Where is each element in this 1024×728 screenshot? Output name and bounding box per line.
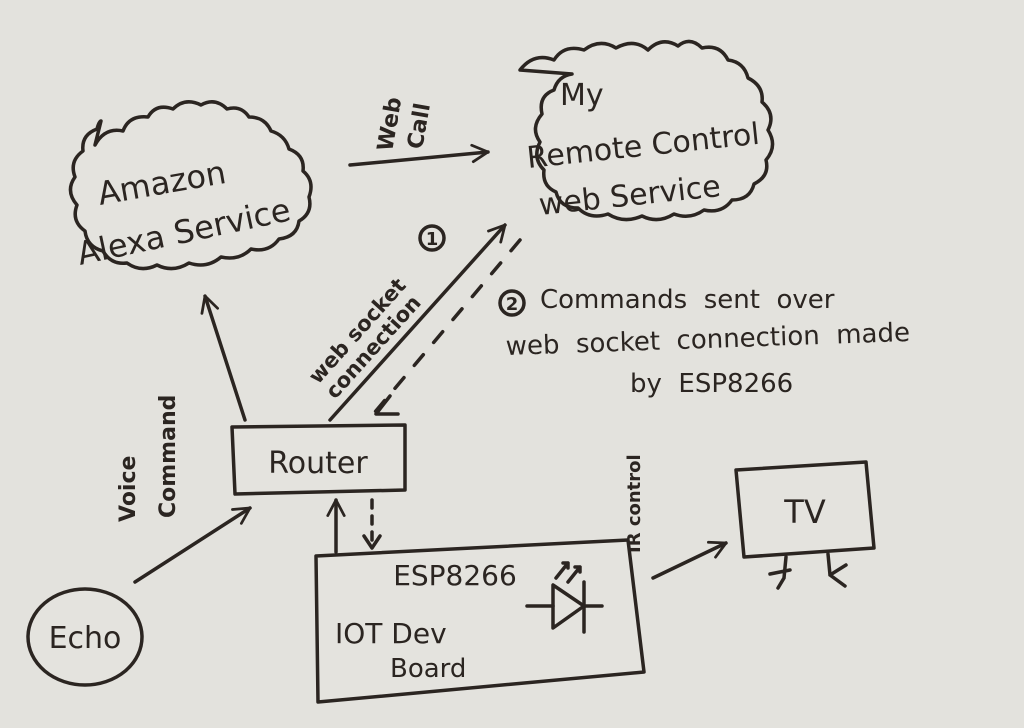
- cloud-shape: [518, 39, 775, 222]
- web-call-label-line1: Web: [373, 95, 407, 153]
- esp-title-line2: IOT Dev: [335, 617, 447, 650]
- annotation-line3: by ESP8266: [630, 369, 793, 399]
- edge-router-to-alexa: [200, 294, 247, 422]
- voice-command-label-line2: Command: [156, 395, 181, 518]
- step-marker-2: 2: [506, 294, 519, 315]
- node-remote-cloud: My Remote Control web Service: [518, 39, 775, 223]
- remote-title-line1: My: [560, 78, 604, 113]
- annotation-commands: Commands sent over web socket connection…: [505, 285, 910, 399]
- node-esp8266: ESP8266 IOT Dev Board: [314, 538, 646, 704]
- web-call-label-line2: Call: [403, 101, 436, 151]
- esp-box: [314, 538, 646, 704]
- cloud-shape: [68, 100, 313, 271]
- step-marker-1-circle: [418, 224, 446, 252]
- edge-web-socket: web socket connection 1: [304, 223, 507, 422]
- node-alexa-cloud: Amazon Alexa Service: [68, 100, 313, 273]
- node-tv: TV: [734, 460, 876, 590]
- tv-label: TV: [783, 493, 826, 531]
- step-marker-2-circle: [498, 289, 526, 317]
- step-marker-1: 1: [426, 229, 439, 250]
- web-call-arrow: [348, 143, 490, 167]
- edge-router-to-esp-dashed: [362, 498, 382, 550]
- tv-left-leg: [768, 555, 792, 590]
- edge-commands-dashed: 2: [373, 238, 526, 416]
- router-box: [230, 423, 407, 496]
- router-label: Router: [268, 446, 368, 481]
- esp-title-line1: ESP8266: [393, 559, 517, 592]
- echo-label: Echo: [49, 621, 122, 656]
- edge-ir-control: IR control: [624, 454, 728, 580]
- esp-title-line3: Board: [390, 654, 466, 684]
- voice-command-label-line1: Voice: [116, 456, 141, 522]
- led-diode-icon: [525, 561, 604, 634]
- node-echo: Echo: [26, 587, 144, 687]
- edge-voice-command: Voice Command: [116, 395, 252, 584]
- voice-command-arrow: [133, 506, 252, 584]
- tv-box: [734, 460, 876, 559]
- annotation-line1: Commands sent over: [540, 285, 835, 315]
- web-socket-arrow: [328, 223, 507, 422]
- annotation-line2: web socket connection made: [505, 318, 910, 362]
- ir-control-label: IR control: [624, 454, 645, 553]
- echo-circle: [26, 587, 144, 687]
- commands-dashed-arrowhead: [374, 394, 400, 416]
- tv-right-leg: [826, 552, 848, 588]
- ir-control-arrow: [651, 540, 728, 580]
- commands-dashed-line: [373, 238, 522, 414]
- node-router: Router: [230, 423, 407, 496]
- edge-web-call: Web Call: [348, 95, 490, 167]
